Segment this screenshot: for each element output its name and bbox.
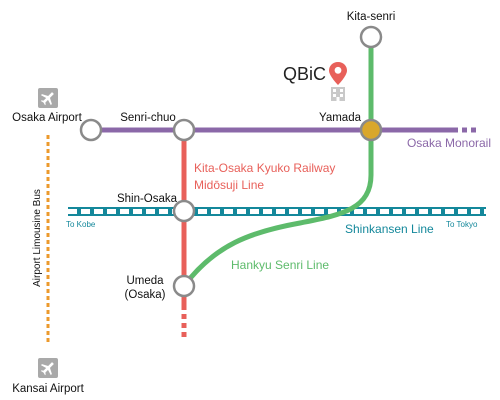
- station-label-osaka-airport: Osaka Airport: [12, 112, 82, 124]
- station-label-yamada: Yamada: [319, 112, 362, 124]
- station-umeda[interactable]: [172, 274, 196, 298]
- location-pin-icon: [329, 62, 347, 85]
- station-kita-senri[interactable]: [359, 25, 383, 49]
- shinkansen-line-label: Shinkansen Line: [345, 222, 434, 236]
- limousine-bus-label: Airport Limousine Bus: [32, 189, 43, 287]
- station-label-umeda: Umeda: [126, 275, 164, 287]
- facility-name: QBiC: [283, 64, 326, 84]
- station-label-umeda-osaka: (Osaka): [125, 289, 166, 301]
- station-shin-osaka[interactable]: [172, 199, 196, 223]
- station-label-senri-chuo: Senri-chuo: [120, 112, 176, 124]
- station-label-shin-osaka: Shin-Osaka: [117, 193, 178, 205]
- midosuji-line-label-2: Midōsuji Line: [194, 178, 264, 192]
- station-label-kansai-airport: Kansai Airport: [12, 383, 84, 395]
- to-tokyo-label: To Tokyo: [446, 220, 478, 229]
- midosuji-line-label-1: Kita-Osaka Kyuko Railway: [194, 161, 335, 175]
- building-icon: [331, 87, 345, 101]
- airplane-icon: [38, 358, 58, 378]
- station-senri-chuo[interactable]: [172, 118, 196, 142]
- shinkansen-line: [68, 207, 486, 216]
- station-yamada[interactable]: [359, 118, 383, 142]
- hankyu-senri-line: [182, 37, 374, 288]
- station-osaka-airport[interactable]: [79, 118, 103, 142]
- station-label-kita-senri: Kita-senri: [347, 11, 396, 23]
- monorail-line-label: Osaka Monorail: [407, 136, 491, 150]
- hankyu-line-label: Hankyu Senri Line: [231, 258, 329, 272]
- airplane-icon: [38, 88, 58, 108]
- to-kobe-label: To Kobe: [66, 220, 96, 229]
